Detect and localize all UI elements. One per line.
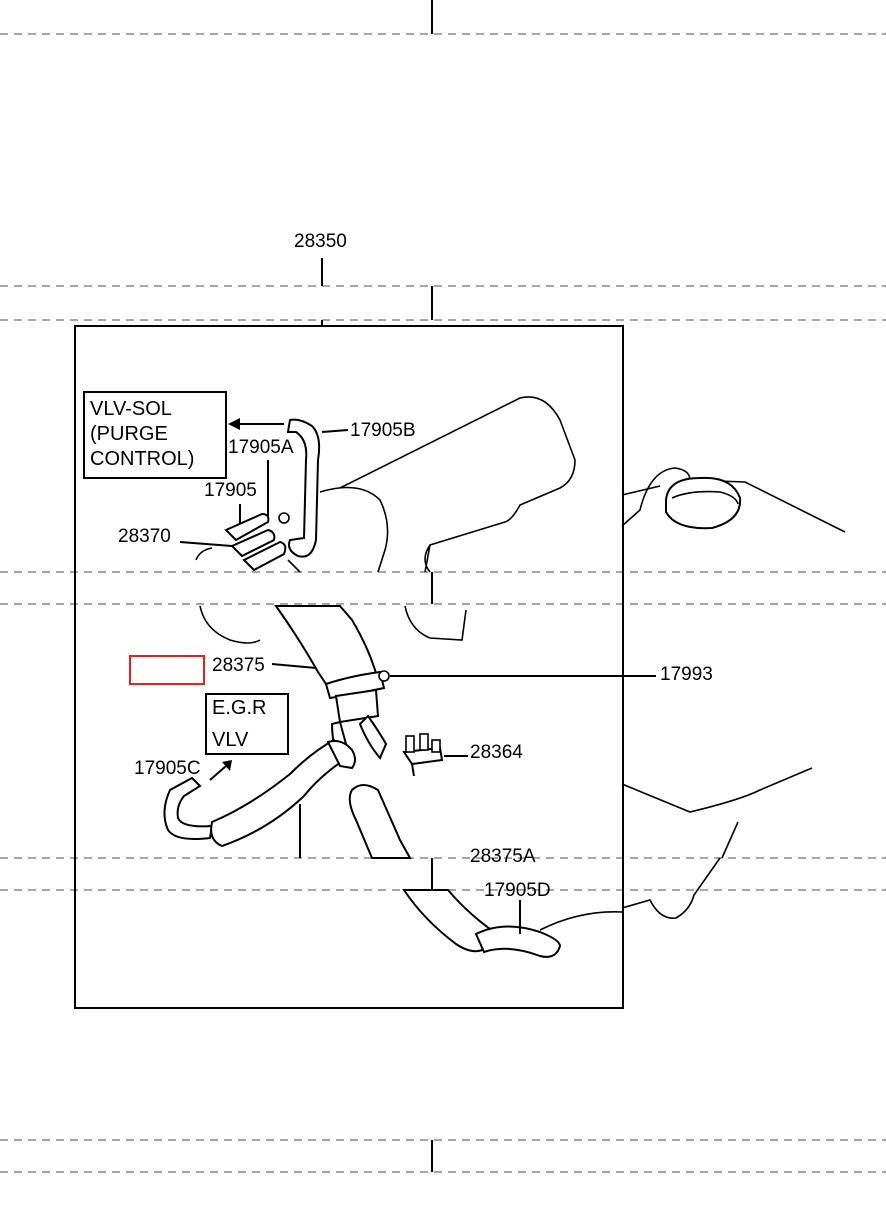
label-17905C: 17905C xyxy=(134,758,201,779)
hose-17905B xyxy=(286,418,321,558)
egr-vlv-line2: VLV xyxy=(212,729,249,751)
hose-28375A xyxy=(299,784,562,958)
vlv-sol-line2: (PURGE xyxy=(90,423,168,445)
label-17905D: 17905D xyxy=(484,880,551,901)
label-28364: 28364 xyxy=(470,742,523,763)
diagram-frame xyxy=(74,325,624,1009)
label-28375: 28375 xyxy=(212,655,265,676)
highlight-box xyxy=(129,655,205,685)
egr-vlv-line1: E.G.R xyxy=(212,697,266,719)
arrow-to-vlv-sol xyxy=(228,418,284,430)
hose-17905D xyxy=(474,925,562,958)
vlv-sol-line3: CONTROL) xyxy=(90,448,194,470)
vlv-sol-box xyxy=(83,391,227,479)
label-28370: 28370 xyxy=(118,526,171,547)
connector-28364 xyxy=(402,733,444,777)
egr-vlv-box xyxy=(205,693,289,755)
label-17905B: 17905B xyxy=(350,420,416,441)
vlv-sol-line1: VLV-SOL xyxy=(90,398,172,420)
label-17993: 17993 xyxy=(660,664,713,685)
fitting-cluster xyxy=(195,512,301,573)
arrow-to-egr-vlv xyxy=(209,760,232,781)
scan-artifact-lines xyxy=(0,0,886,1173)
label-28375A: 28375A xyxy=(470,846,536,867)
hose-28375 xyxy=(274,605,390,760)
label-17905: 17905 xyxy=(204,480,257,501)
label-17905A: 17905A xyxy=(228,437,294,458)
label-28350: 28350 xyxy=(294,231,347,252)
filler-cap xyxy=(665,476,742,530)
hose-17905C xyxy=(163,738,356,848)
engine-outline xyxy=(199,396,846,931)
